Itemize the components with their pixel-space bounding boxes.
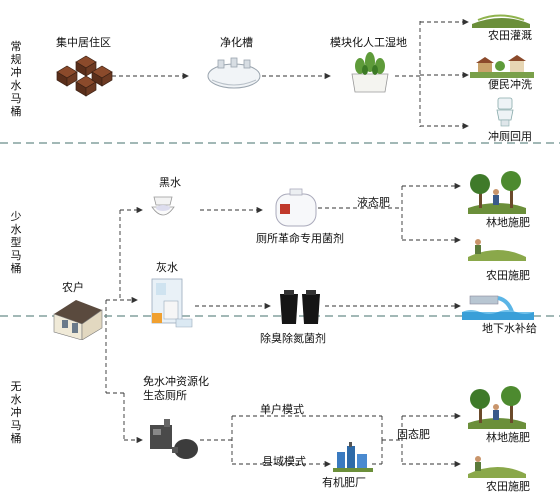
forest-fertilizing-icon — [468, 171, 526, 214]
wetland-module-icon — [351, 52, 389, 93]
section-label-low-water: 少水型马桶 — [10, 210, 22, 275]
forest-fert-label-1: 林地施肥 — [486, 216, 530, 229]
section-label-no-water: 无水冲马桶 — [10, 380, 22, 445]
black-water-label: 黑水 — [159, 176, 181, 189]
eco-toilet-label: 免水冲资源化生态厕所 — [143, 375, 209, 402]
bacteria-tank-icon — [275, 188, 317, 227]
forest-fertilizing-icon-2 — [468, 386, 526, 429]
eco-toilet-unit-icon — [150, 419, 198, 459]
groundwater-pipe-icon — [462, 295, 534, 320]
deodor-bags-icon — [280, 290, 320, 324]
wetland-label: 模块化人工湿地 — [330, 36, 407, 49]
farmland-fert-label-2: 农田施肥 — [486, 480, 530, 493]
village-flush-label: 便民冲洗 — [488, 78, 532, 91]
grey-water-label: 灰水 — [156, 261, 178, 274]
section-label-conventional: 常规冲水马桶 — [10, 40, 22, 118]
solid-fert-label: 固态肥 — [397, 428, 430, 441]
organic-plant-label: 有机肥厂 — [322, 476, 366, 489]
farmland-strip-icon — [472, 14, 530, 28]
residential-label: 集中居住区 — [56, 36, 111, 49]
toilet-reuse-icon — [496, 97, 514, 127]
deodor-label: 除臭除氮菌剂 — [260, 332, 326, 345]
toilet-flush-label: 冲厕回用 — [488, 130, 532, 143]
groundwater-label: 地下水补给 — [482, 322, 537, 335]
county-mode-label: 县域模式 — [262, 455, 306, 468]
household-house-icon — [53, 300, 103, 340]
single-mode-label: 单户模式 — [260, 403, 304, 416]
liquid-fert-label: 液态肥 — [357, 196, 390, 209]
squat-toilet-icon — [151, 196, 175, 216]
household-label: 农户 — [62, 281, 84, 294]
village-scene-icon — [470, 55, 534, 78]
farm-irrigation-label: 农田灌溉 — [488, 29, 532, 42]
farmland-fert-label-1: 农田施肥 — [486, 269, 530, 282]
organic-plant-icon — [333, 442, 373, 472]
septic-tank-icon — [207, 57, 261, 89]
tank-label: 净化槽 — [220, 36, 253, 49]
forest-fert-label-2: 林地施肥 — [486, 431, 530, 444]
farmland-fertilizing-icon-2 — [468, 456, 526, 478]
bacteria-label: 厕所革命专用菌剂 — [256, 232, 344, 245]
residential-buildings-icon — [56, 55, 113, 97]
washroom-icon — [151, 278, 193, 328]
farmland-fertilizing-icon — [468, 239, 526, 261]
